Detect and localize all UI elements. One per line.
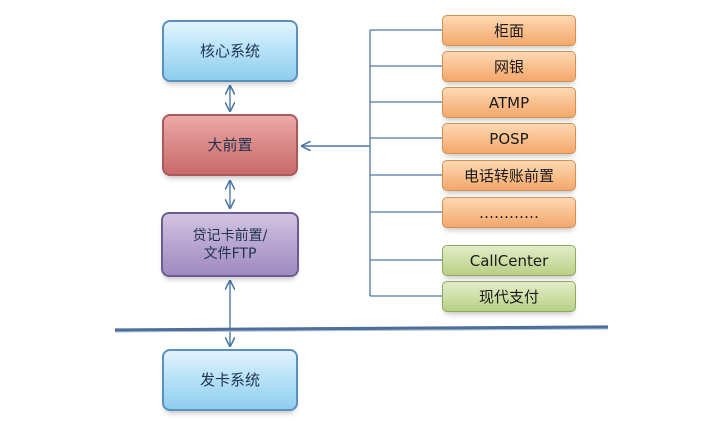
channel-label: POSP: [489, 129, 529, 148]
channel-box: 柜面: [442, 15, 576, 46]
big-frontend-box: 大前置: [162, 114, 298, 176]
channel-box: 现代支付: [442, 281, 576, 312]
channel-label: 网银: [493, 57, 524, 76]
channel-box: …………: [442, 197, 576, 228]
credit-card-ftp-label: 贷记卡前置/ 文件FTP: [192, 227, 268, 262]
core-system-box: 核心系统: [162, 20, 298, 82]
channel-label: CallCenter: [469, 251, 549, 270]
credit-card-ftp-box: 贷记卡前置/ 文件FTP: [161, 212, 299, 277]
channel-box: CallCenter: [442, 245, 576, 276]
divider-line: [114, 325, 609, 332]
channel-label: 电话转账前置: [463, 166, 554, 185]
channel-label: ATMP: [488, 93, 530, 112]
channel-label: 现代支付: [478, 287, 539, 306]
channel-label: 柜面: [493, 21, 524, 40]
big-frontend-label: 大前置: [207, 136, 253, 154]
core-system-label: 核心系统: [199, 42, 260, 60]
divider-line-highlight: [114, 328, 609, 333]
channel-branches: [370, 29, 442, 297]
channel-label: …………: [479, 203, 539, 222]
card-issuing-box: 发卡系统: [162, 349, 298, 411]
card-issuing-label: 发卡系统: [199, 371, 260, 389]
channel-box: 网银: [442, 51, 576, 82]
channel-box: 电话转账前置: [442, 160, 576, 191]
channel-box: ATMP: [442, 87, 576, 118]
channel-box: POSP: [442, 123, 576, 154]
